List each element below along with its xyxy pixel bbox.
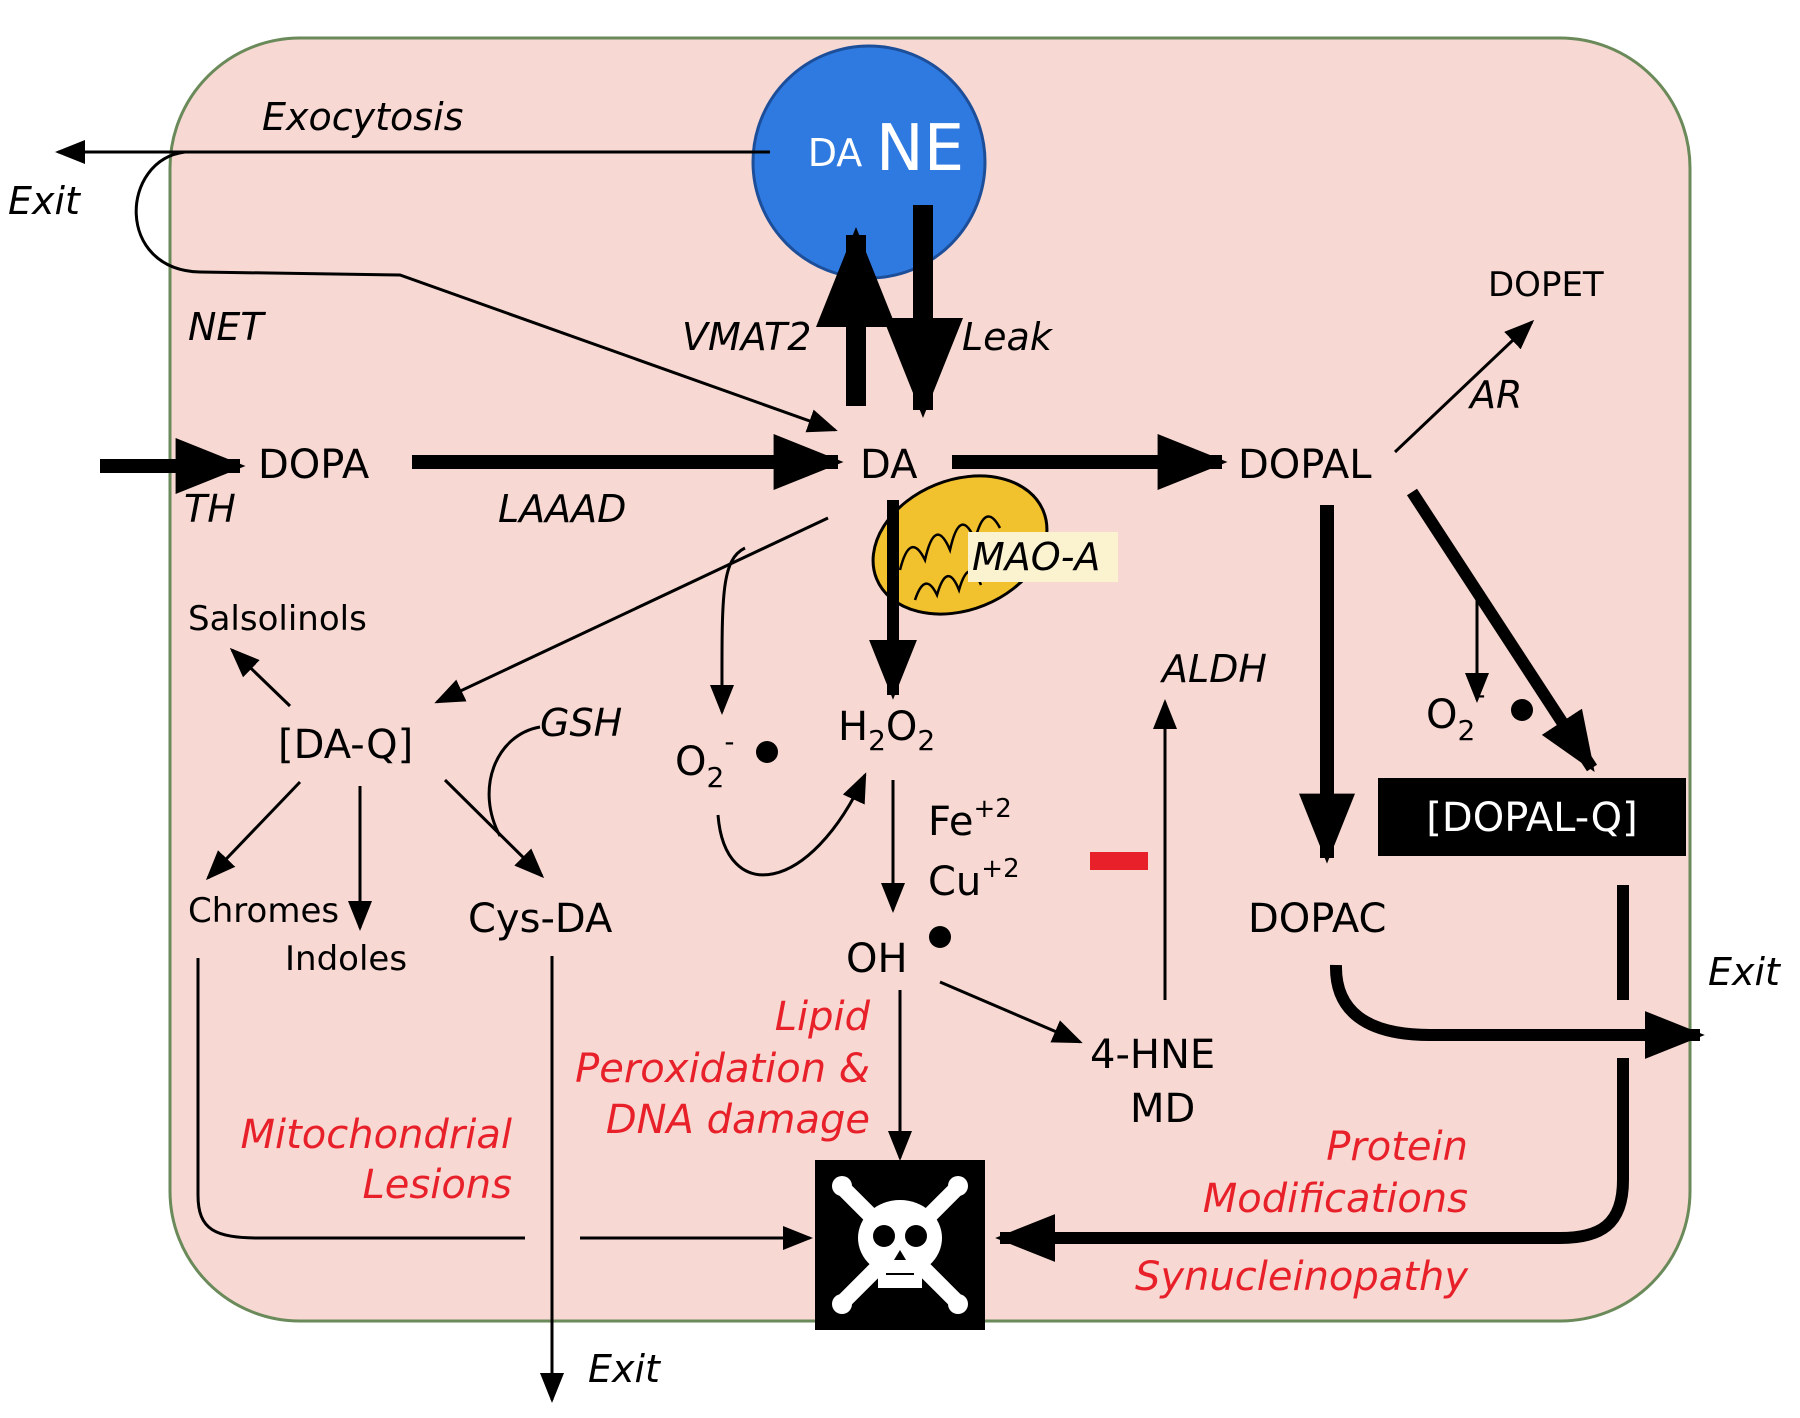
lipid-label-line-3: DNA damage	[606, 1097, 870, 1143]
oh-label: OH	[846, 936, 908, 982]
dopal-q-box	[1378, 778, 1686, 856]
dopal-to-dopalq-arrow	[1406, 488, 1598, 773]
h2o2-label: H2O2	[838, 704, 935, 757]
lipid-label-line-1: Lipid	[775, 994, 871, 1040]
superoxide-to-h2o2-arrow	[716, 772, 867, 877]
gsh-arrow	[487, 725, 541, 837]
radical-dot-right-icon	[1511, 699, 1533, 721]
daq-to-salsolinols-arrow	[229, 647, 292, 708]
superoxide-label: O2-	[675, 725, 734, 794]
mao-a-label: MAO-A	[972, 535, 1100, 579]
radical-dot-icon	[756, 741, 778, 763]
superoxide-right-label: O2-	[1426, 678, 1485, 747]
skull-and-crossbones-icon	[815, 1160, 985, 1330]
dopac-exit-arrow	[1329, 964, 1705, 1059]
hydroxyl-radical-dot-icon	[929, 926, 951, 948]
aldh-label: ALDH	[1159, 647, 1267, 691]
vesicle-ne-label: NE	[876, 112, 964, 186]
md-label: MD	[1130, 1086, 1195, 1132]
mito-label-line-1: Mitochondrial	[240, 1112, 512, 1158]
inhibition-minus-icon	[1090, 852, 1148, 870]
salsolinols-label: Salsolinols	[188, 599, 367, 639]
vesicle-da-label: DA	[808, 131, 863, 175]
dopet-label: DOPET	[1488, 265, 1604, 305]
iron-label: Fe+2	[928, 794, 1012, 845]
net-label: NET	[188, 305, 266, 349]
dopalq-to-toxicity-path	[1000, 885, 1629, 1244]
da-to-superoxide-arrow	[709, 546, 746, 715]
dopac-label: DOPAC	[1248, 896, 1386, 942]
exocytosis-label: Exocytosis	[262, 95, 463, 139]
lipid-label-line-2: Peroxidation &	[575, 1046, 870, 1092]
exit-label-top: Exit	[8, 179, 82, 223]
indoles-label: Indoles	[285, 939, 407, 979]
hne-label: 4-HNE	[1090, 1032, 1215, 1078]
da-label: DA	[860, 442, 918, 488]
dopal-label: DOPAL	[1238, 442, 1372, 488]
mitochondrion-icon	[871, 474, 1118, 616]
dopal-q-label: [DOPAL-Q]	[1426, 795, 1637, 841]
chromes-to-toxicity-arrow	[196, 958, 810, 1238]
da-q-label: [DA-Q]	[278, 722, 413, 768]
th-label: TH	[184, 487, 236, 531]
ar-label: AR	[1467, 373, 1522, 417]
exit-label-bottom: Exit	[588, 1347, 662, 1391]
daq-to-chromes-arrow	[205, 780, 302, 881]
protein-label-line-2: Modifications	[1203, 1176, 1468, 1222]
oh-to-hne-arrow	[939, 980, 1083, 1044]
synucleinopathy-label: Synucleinopathy	[1135, 1254, 1469, 1300]
gsh-label: GSH	[540, 701, 622, 745]
protein-label-line-1: Protein	[1326, 1124, 1468, 1170]
leak-label: Leak	[962, 315, 1054, 359]
cys-da-label: Cys-DA	[468, 896, 613, 942]
copper-label: Cu+2	[928, 854, 1020, 905]
daq-to-cysda-arrow	[443, 778, 545, 879]
laaad-label: LAAAD	[498, 487, 626, 531]
net-reuptake-arrow	[134, 150, 838, 433]
chromes-label: Chromes	[188, 891, 339, 931]
ar-arrow	[1393, 319, 1535, 454]
exit-label-right: Exit	[1708, 950, 1782, 994]
dopa-label: DOPA	[258, 442, 370, 488]
mito-label-line-2: Lesions	[362, 1162, 512, 1208]
da-to-daq-arrow	[434, 516, 829, 704]
vmat2-label: VMAT2	[682, 315, 811, 359]
